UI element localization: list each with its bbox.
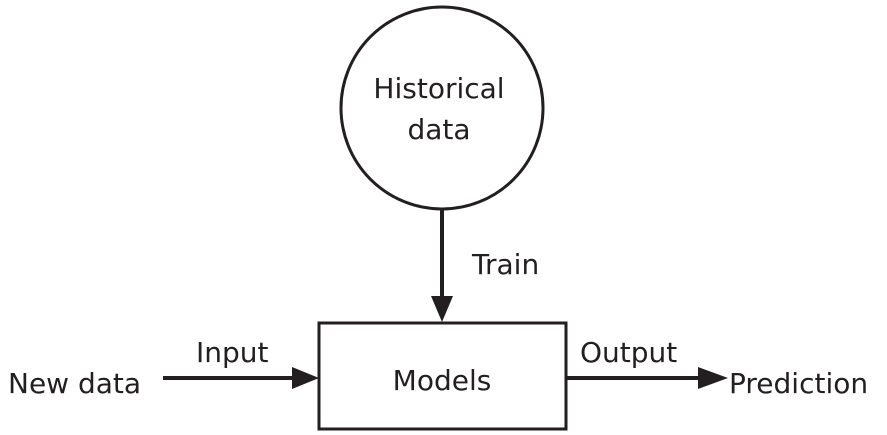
historical-data-circle: [339, 5, 545, 211]
models-label: Models: [393, 364, 492, 397]
historical-data-node: Historical data: [339, 5, 545, 211]
output-label: Output: [580, 336, 677, 369]
input-label: Input: [196, 336, 269, 369]
historical-data-label-line1: Historical: [373, 72, 504, 105]
historical-data-label-line2: data: [407, 113, 470, 146]
train-label: Train: [471, 248, 539, 281]
output-edge: Output: [566, 336, 728, 389]
new-data-label: New data: [8, 367, 141, 400]
train-arrowhead: [431, 296, 453, 322]
output-arrowhead: [698, 367, 728, 389]
input-edge: Input: [163, 336, 319, 389]
train-edge: Train: [431, 209, 539, 322]
models-node: Models: [317, 321, 568, 431]
input-arrowhead: [292, 367, 319, 389]
prediction-label: Prediction: [729, 367, 868, 400]
